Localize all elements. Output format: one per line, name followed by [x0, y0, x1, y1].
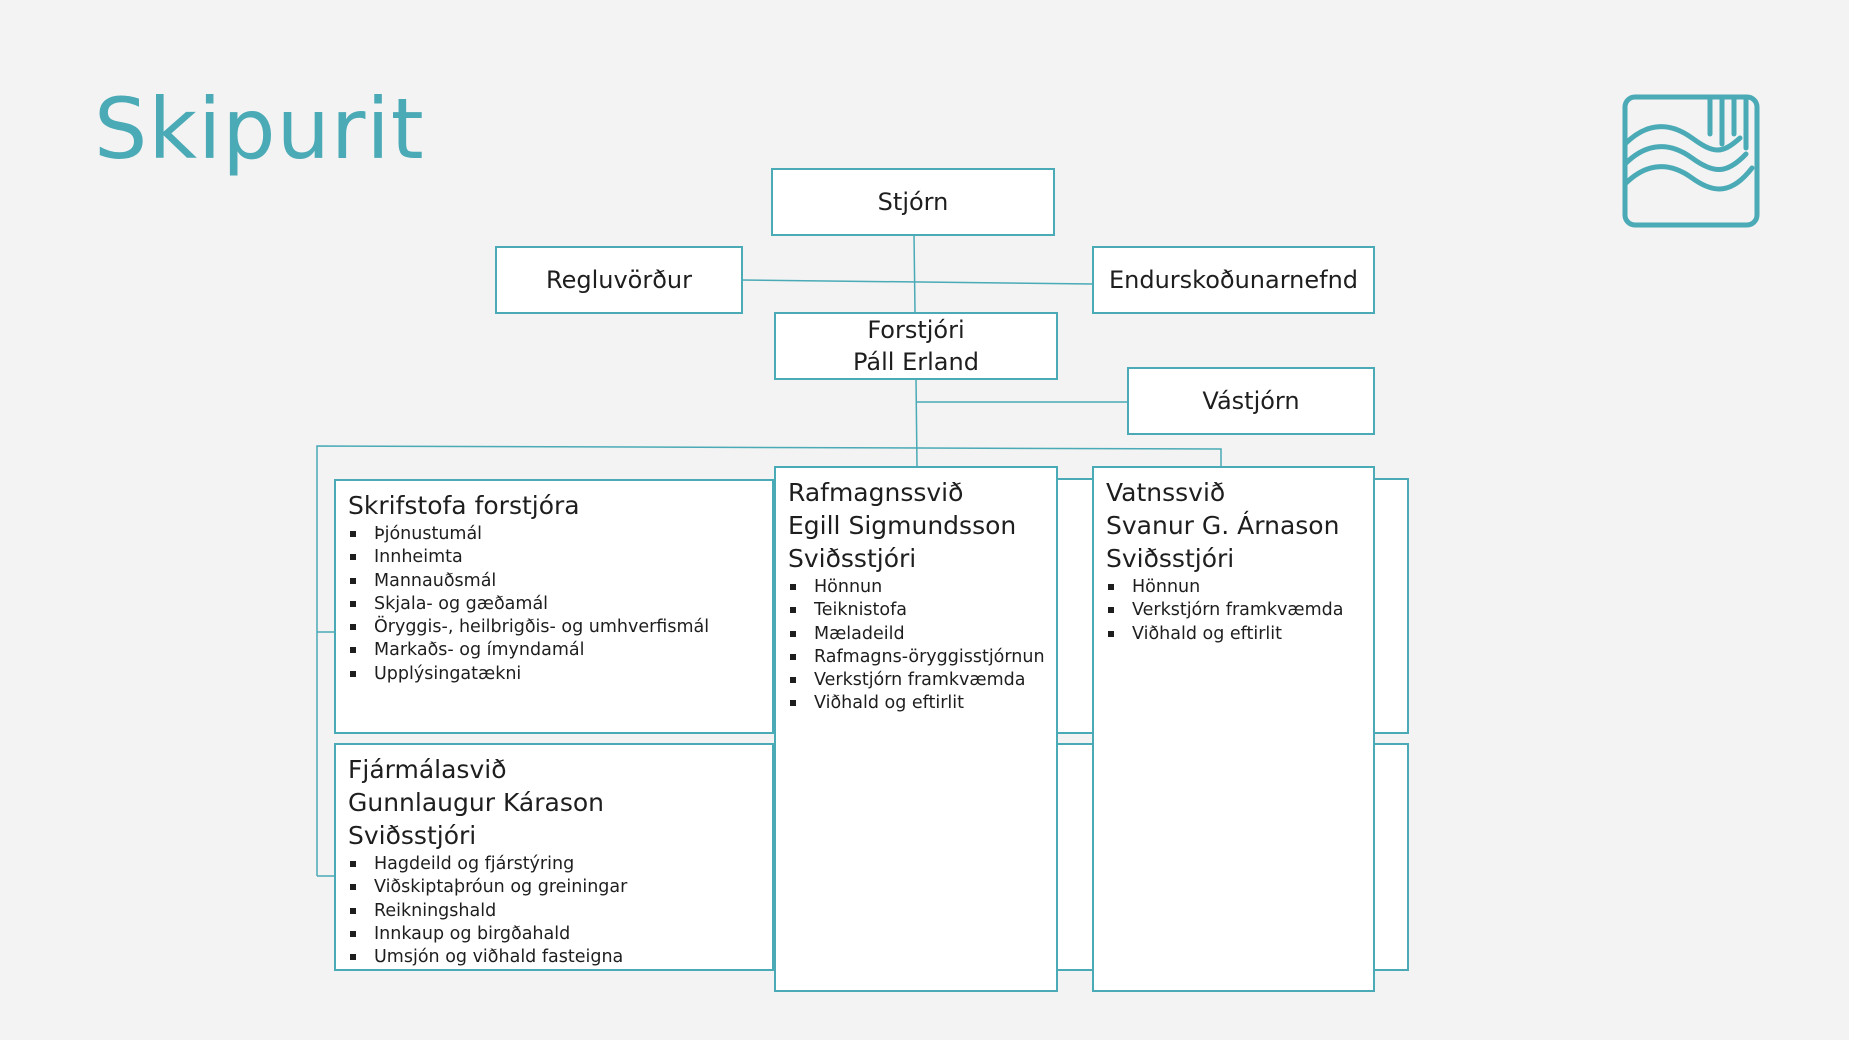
safety-box: Vástjórn: [1127, 367, 1375, 435]
water-head-role: Sviðsstjóri: [1106, 544, 1235, 573]
list-item: Rafmagns-öryggisstjórnun: [788, 646, 1048, 669]
list-item: Markaðs- og ímyndamál: [348, 639, 764, 662]
list-item: Viðhald og eftirlit: [788, 692, 1048, 715]
list-item: Þjónustumál: [348, 523, 764, 546]
list-item: Viðskiptaþróun og greiningar: [348, 876, 764, 899]
compliance-box: Regluvörður: [495, 246, 743, 314]
finance-item-list: Hagdeild og fjárstýring Viðskiptaþróun o…: [348, 853, 764, 969]
audit-committee-label: Endurskoðunarnefnd: [1108, 266, 1359, 294]
ceo-box: Forstjóri Páll Erland: [774, 312, 1058, 380]
list-item: Skjala- og gæðamál: [348, 593, 764, 616]
list-item: Öryggis-, heilbrigðis- og umhverfismál: [348, 616, 764, 639]
electric-division-box: Rafmagnssvið Egill Sigmundsson Sviðsstjó…: [774, 466, 1058, 992]
office-title: Skrifstofa forstjóra: [348, 491, 580, 520]
ceo-name: Páll Erland: [853, 348, 979, 376]
audit-committee-box: Endurskoðunarnefnd: [1092, 246, 1375, 314]
list-item: Innkaup og birgðahald: [348, 923, 764, 946]
water-title: Vatnssvið: [1106, 478, 1226, 507]
list-item: Mæladeild: [788, 623, 1048, 646]
page-title: Skipurit: [94, 80, 425, 178]
finance-box: Fjármálasvið Gunnlaugur Kárason Sviðsstj…: [334, 743, 774, 971]
list-item: Hagdeild og fjárstýring: [348, 853, 764, 876]
ceo-title: Forstjóri: [867, 316, 965, 344]
finance-title: Fjármálasvið: [348, 755, 507, 784]
office-of-ceo-box: Skrifstofa forstjóra Þjónustumál Innheim…: [334, 479, 774, 734]
list-item: Umsjón og viðhald fasteigna: [348, 946, 764, 969]
water-item-list: Hönnun Verkstjórn framkvæmda Viðhald og …: [1106, 576, 1365, 646]
list-item: Mannauðsmál: [348, 570, 764, 593]
water-head-name: Svanur G. Árnason: [1106, 511, 1340, 540]
compliance-label: Regluvörður: [546, 266, 692, 294]
water-division-box: Vatnssvið Svanur G. Árnason Sviðsstjóri …: [1092, 466, 1375, 992]
list-item: Teiknistofa: [788, 599, 1048, 622]
list-item: Hönnun: [788, 576, 1048, 599]
electric-head-role: Sviðsstjóri: [788, 544, 917, 573]
finance-head-name: Gunnlaugur Kárason: [348, 788, 604, 817]
safety-label: Vástjórn: [1202, 387, 1300, 415]
list-item: Verkstjórn framkvæmda: [1106, 599, 1365, 622]
list-item: Reikningshald: [348, 900, 764, 923]
list-item: Hönnun: [1106, 576, 1365, 599]
list-item: Viðhald og eftirlit: [1106, 623, 1365, 646]
water-waves-logo-icon: [1622, 94, 1760, 228]
board-box: Stjórn: [771, 168, 1055, 236]
electric-head-name: Egill Sigmundsson: [788, 511, 1017, 540]
list-item: Verkstjórn framkvæmda: [788, 669, 1048, 692]
electric-title: Rafmagnssvið: [788, 478, 964, 507]
finance-head-role: Sviðsstjóri: [348, 821, 477, 850]
office-item-list: Þjónustumál Innheimta Mannauðsmál Skjala…: [348, 523, 764, 686]
electric-item-list: Hönnun Teiknistofa Mæladeild Rafmagns-ör…: [788, 576, 1048, 716]
list-item: Upplýsingatækni: [348, 663, 764, 686]
board-label: Stjórn: [877, 188, 949, 216]
list-item: Innheimta: [348, 546, 764, 569]
